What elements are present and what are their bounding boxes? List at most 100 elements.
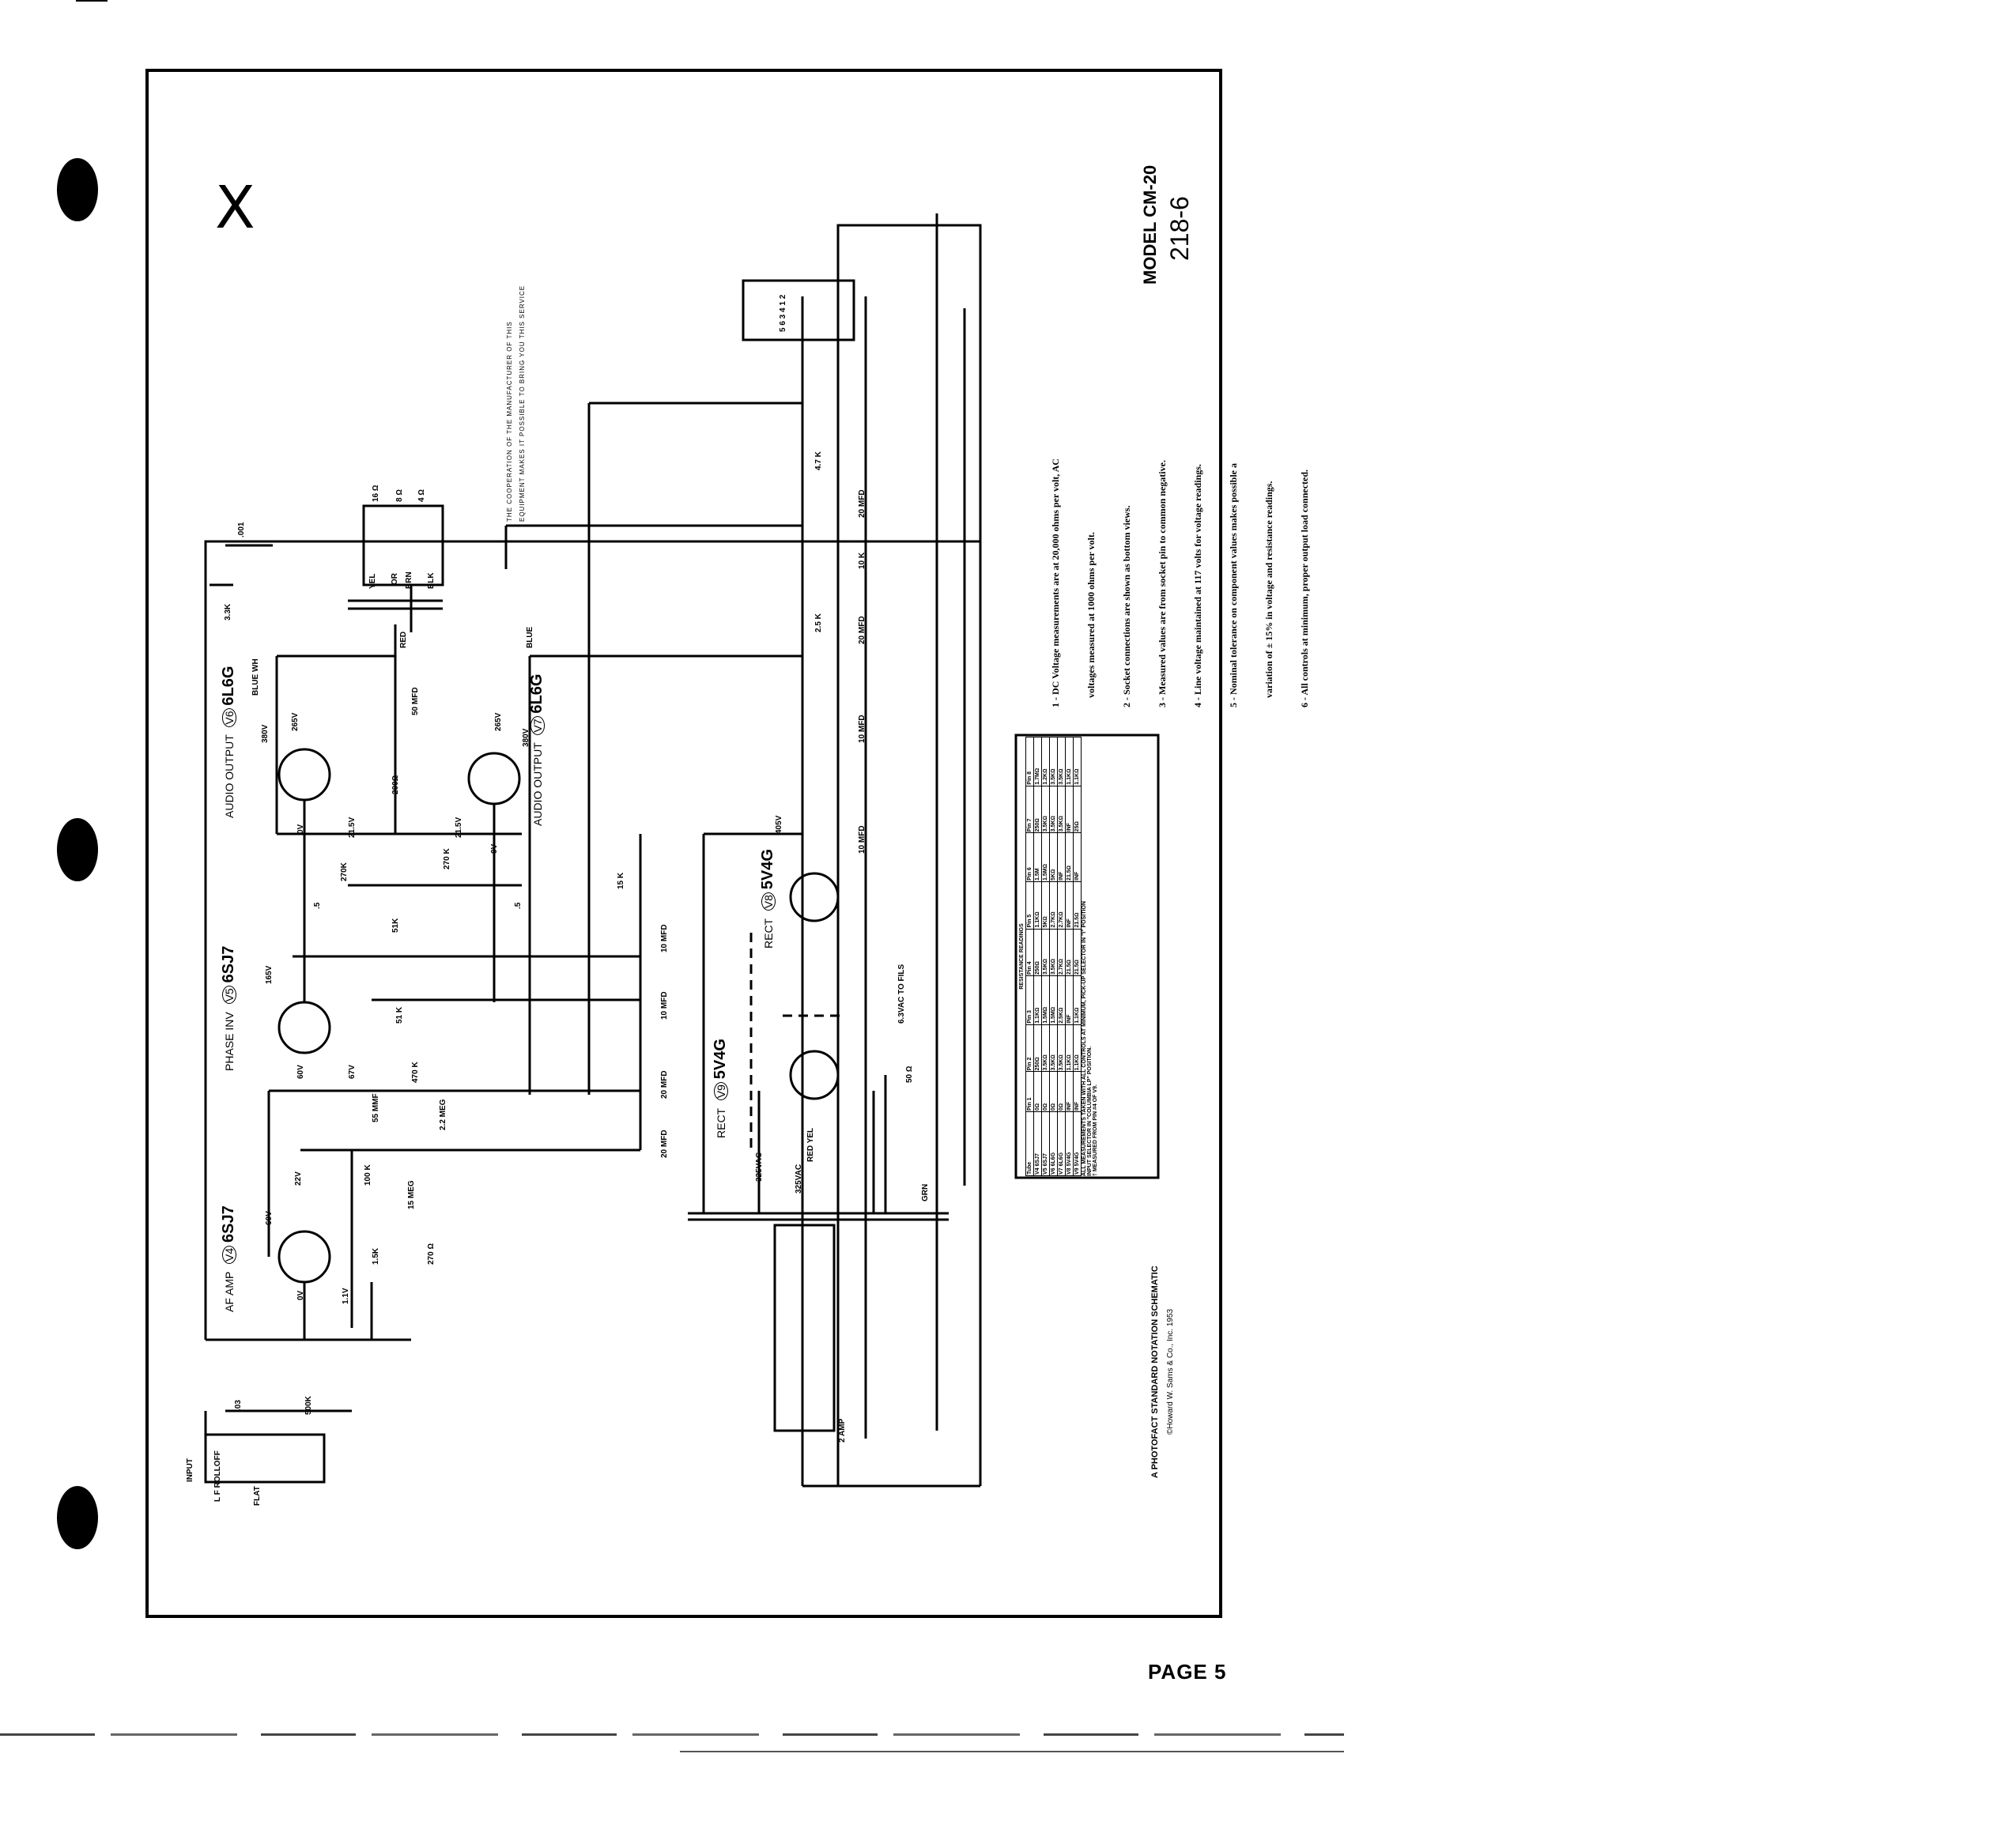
bias-res-value: 200Ω xyxy=(391,775,400,794)
feedback-res-value: 3.3K xyxy=(224,603,232,620)
filter-cap-10c-value: 10 MFD xyxy=(858,715,866,743)
photofact-caption: A PHOTOFACT STANDARD NOTATION SCHEMATIC xyxy=(1150,1265,1160,1478)
tube-v4-ref: V4 xyxy=(222,1245,236,1265)
table-cell: 1.1KΩ xyxy=(1033,881,1042,930)
tube-v6-label: AUDIO OUTPUT V6 6L6G xyxy=(220,666,238,818)
b-plus-rail xyxy=(204,224,982,1486)
table-cell: 1.5MΩ xyxy=(1041,975,1050,1025)
table-cell: 3.5KΩ xyxy=(1049,929,1058,976)
v6-plate-volt: 380V xyxy=(261,724,270,743)
tube-v4-type: 6SJ7 xyxy=(220,1205,237,1243)
note-4: 4 - Line voltage maintained at 117 volts… xyxy=(1192,464,1203,707)
volume-pot-value: 500K xyxy=(304,1396,313,1415)
v5-51k-b-value: 51K xyxy=(391,918,400,933)
tube-v5-type: 6SJ7 xyxy=(220,945,237,983)
table-cell: 250Ω xyxy=(1033,786,1042,833)
table-header: Pin 4 xyxy=(1025,929,1034,976)
note-2: 2 - Socket connections are shown as bott… xyxy=(1121,505,1132,707)
filter-cap-c-value: 20 MFD xyxy=(660,1070,669,1099)
v-405: 405V xyxy=(775,815,783,834)
note-1a: 1 - DC Voltage measurements are at 20,00… xyxy=(1050,458,1061,707)
tube-v7-label: AUDIO OUTPUT V7 6L6G xyxy=(528,674,546,826)
table-cell: 21.5Ω xyxy=(1065,832,1074,882)
table-header: Pin 7 xyxy=(1025,786,1034,833)
binder-hole-middle xyxy=(57,818,98,881)
tube-v8-function: RECT xyxy=(762,918,775,949)
wire-blue: BLUE xyxy=(526,626,534,648)
table-cell: V6 6L6G xyxy=(1049,1111,1058,1176)
tube-v8-label: RECT V8 5V4G xyxy=(759,849,777,949)
tube-v9-type: 5V4G xyxy=(712,1039,729,1080)
coupling-cap-value: 55 MMF xyxy=(372,1093,380,1122)
table-header: Pin 1 xyxy=(1025,1071,1034,1112)
table-footnote-2: INPUT SELECTOR IN "COLUMBIA LP" POSITION… xyxy=(1087,1046,1093,1176)
v4-plate-res-value: 100 K xyxy=(364,1164,372,1186)
v7-screen-volt: 265V xyxy=(494,712,503,731)
power-socket xyxy=(742,279,855,341)
resistance-table-frame xyxy=(1014,734,1160,1179)
table-cell: 1.7MΩ xyxy=(1033,737,1042,786)
table-cell: 21.5Ω xyxy=(1073,929,1082,976)
table-footnote-3: † MEASURED FROM PIN #4 OF V9. xyxy=(1093,1084,1098,1176)
wire-blk: BLK xyxy=(427,572,436,589)
table-header: Tube xyxy=(1025,1111,1034,1176)
v4-cathode-res-value: 1.5K xyxy=(372,1247,380,1265)
v7-cathode-volt: 21.5V xyxy=(455,817,463,838)
grid-res-value: 2.2 MEG xyxy=(439,1099,447,1130)
input-label: INPUT xyxy=(186,1458,194,1482)
wire-grn: GRN xyxy=(921,1183,930,1201)
v7-270k-value: 270 K xyxy=(443,848,451,869)
table-cell: 1.2KΩ xyxy=(1041,737,1050,786)
table-cell: 3.5KΩ xyxy=(1049,737,1058,786)
note-5b: variation of ± 15% in voltage and resist… xyxy=(1263,481,1274,707)
tube-v5-label: PHASE INV V5 6SJ7 xyxy=(220,946,238,1071)
v5-cathode-volt: 67V xyxy=(348,1065,357,1079)
res-25k-value: 2.5 K xyxy=(814,613,823,632)
v7-coupling-cap-value: .5 xyxy=(514,902,523,909)
v6-270k-value: 270K xyxy=(340,862,349,881)
table-cell: INF xyxy=(1057,832,1066,882)
table-cell: 3.5KΩ xyxy=(1057,737,1066,786)
page-number: PAGE 5 xyxy=(1148,1660,1227,1684)
wire-or: OR xyxy=(391,573,399,585)
table-cell: 0Ω xyxy=(1049,1071,1058,1112)
table-cell: V7 6L6G xyxy=(1057,1111,1066,1176)
tube-v6-function: AUDIO OUTPUT xyxy=(223,734,236,818)
tube-v6-type: 6L6G xyxy=(220,666,237,706)
resistance-table-grid: Tube Pin 1 Pin 2 Pin 3 Pin 4 Pin 5 Pin 6… xyxy=(1025,737,1082,1176)
table-cell: INF xyxy=(1073,1071,1082,1112)
table-cell: 2.5KΩ xyxy=(1057,975,1066,1025)
lf-rolloff-label: L F ROLLOFF xyxy=(213,1450,222,1502)
socket-pin-numbers: 5 6 3 4 1 2 xyxy=(779,294,787,332)
table-cell: 21.5Ω xyxy=(1073,881,1082,930)
set-number: 218-6 xyxy=(1165,196,1194,261)
table-cell: 1.1KΩ xyxy=(1073,1024,1082,1072)
tube-v7-function: AUDIO OUTPUT xyxy=(531,742,544,826)
speaker-tap-16: 16 Ω xyxy=(372,485,380,502)
table-cell: 1.5MΩ xyxy=(1041,832,1050,882)
copyright: ©Howard W. Sams & Co., Inc. 1953 xyxy=(1166,1308,1175,1435)
bias-cap-value: 50 MFD xyxy=(411,687,420,715)
flat-label: FLAT xyxy=(253,1486,262,1506)
v5-grid-volt: 60V xyxy=(296,1065,305,1079)
tube-v9-function: RECT xyxy=(715,1108,727,1138)
tube-v8-envelope xyxy=(789,872,840,922)
table-cell: 1.5MΩ xyxy=(1049,975,1058,1025)
filter-cap-10b-value: 10 MFD xyxy=(660,991,669,1020)
scan-footer-line-2 xyxy=(680,1751,1344,1752)
binder-hole-bottom xyxy=(57,1486,98,1549)
table-cell: 2.7KΩ xyxy=(1049,881,1058,930)
tube-v6-ref: V6 xyxy=(222,708,236,727)
hv-325-b: 325VAC xyxy=(795,1163,803,1194)
filter-cap-10d-value: 10 MFD xyxy=(858,825,866,854)
v5-51k-a-value: 51 K xyxy=(395,1006,404,1024)
wire-yel: YEL xyxy=(368,573,377,589)
tube-v4-label: AF AMP V4 6SJ7 xyxy=(220,1205,238,1312)
table-cell: 2.7KΩ xyxy=(1057,929,1066,976)
v7-grid-volt: 0V xyxy=(490,843,499,854)
table-cell: 0Ω xyxy=(1057,1071,1066,1112)
tube-v8-ref: V8 xyxy=(761,892,776,911)
model-label: MODEL CM-20 xyxy=(1140,164,1160,285)
